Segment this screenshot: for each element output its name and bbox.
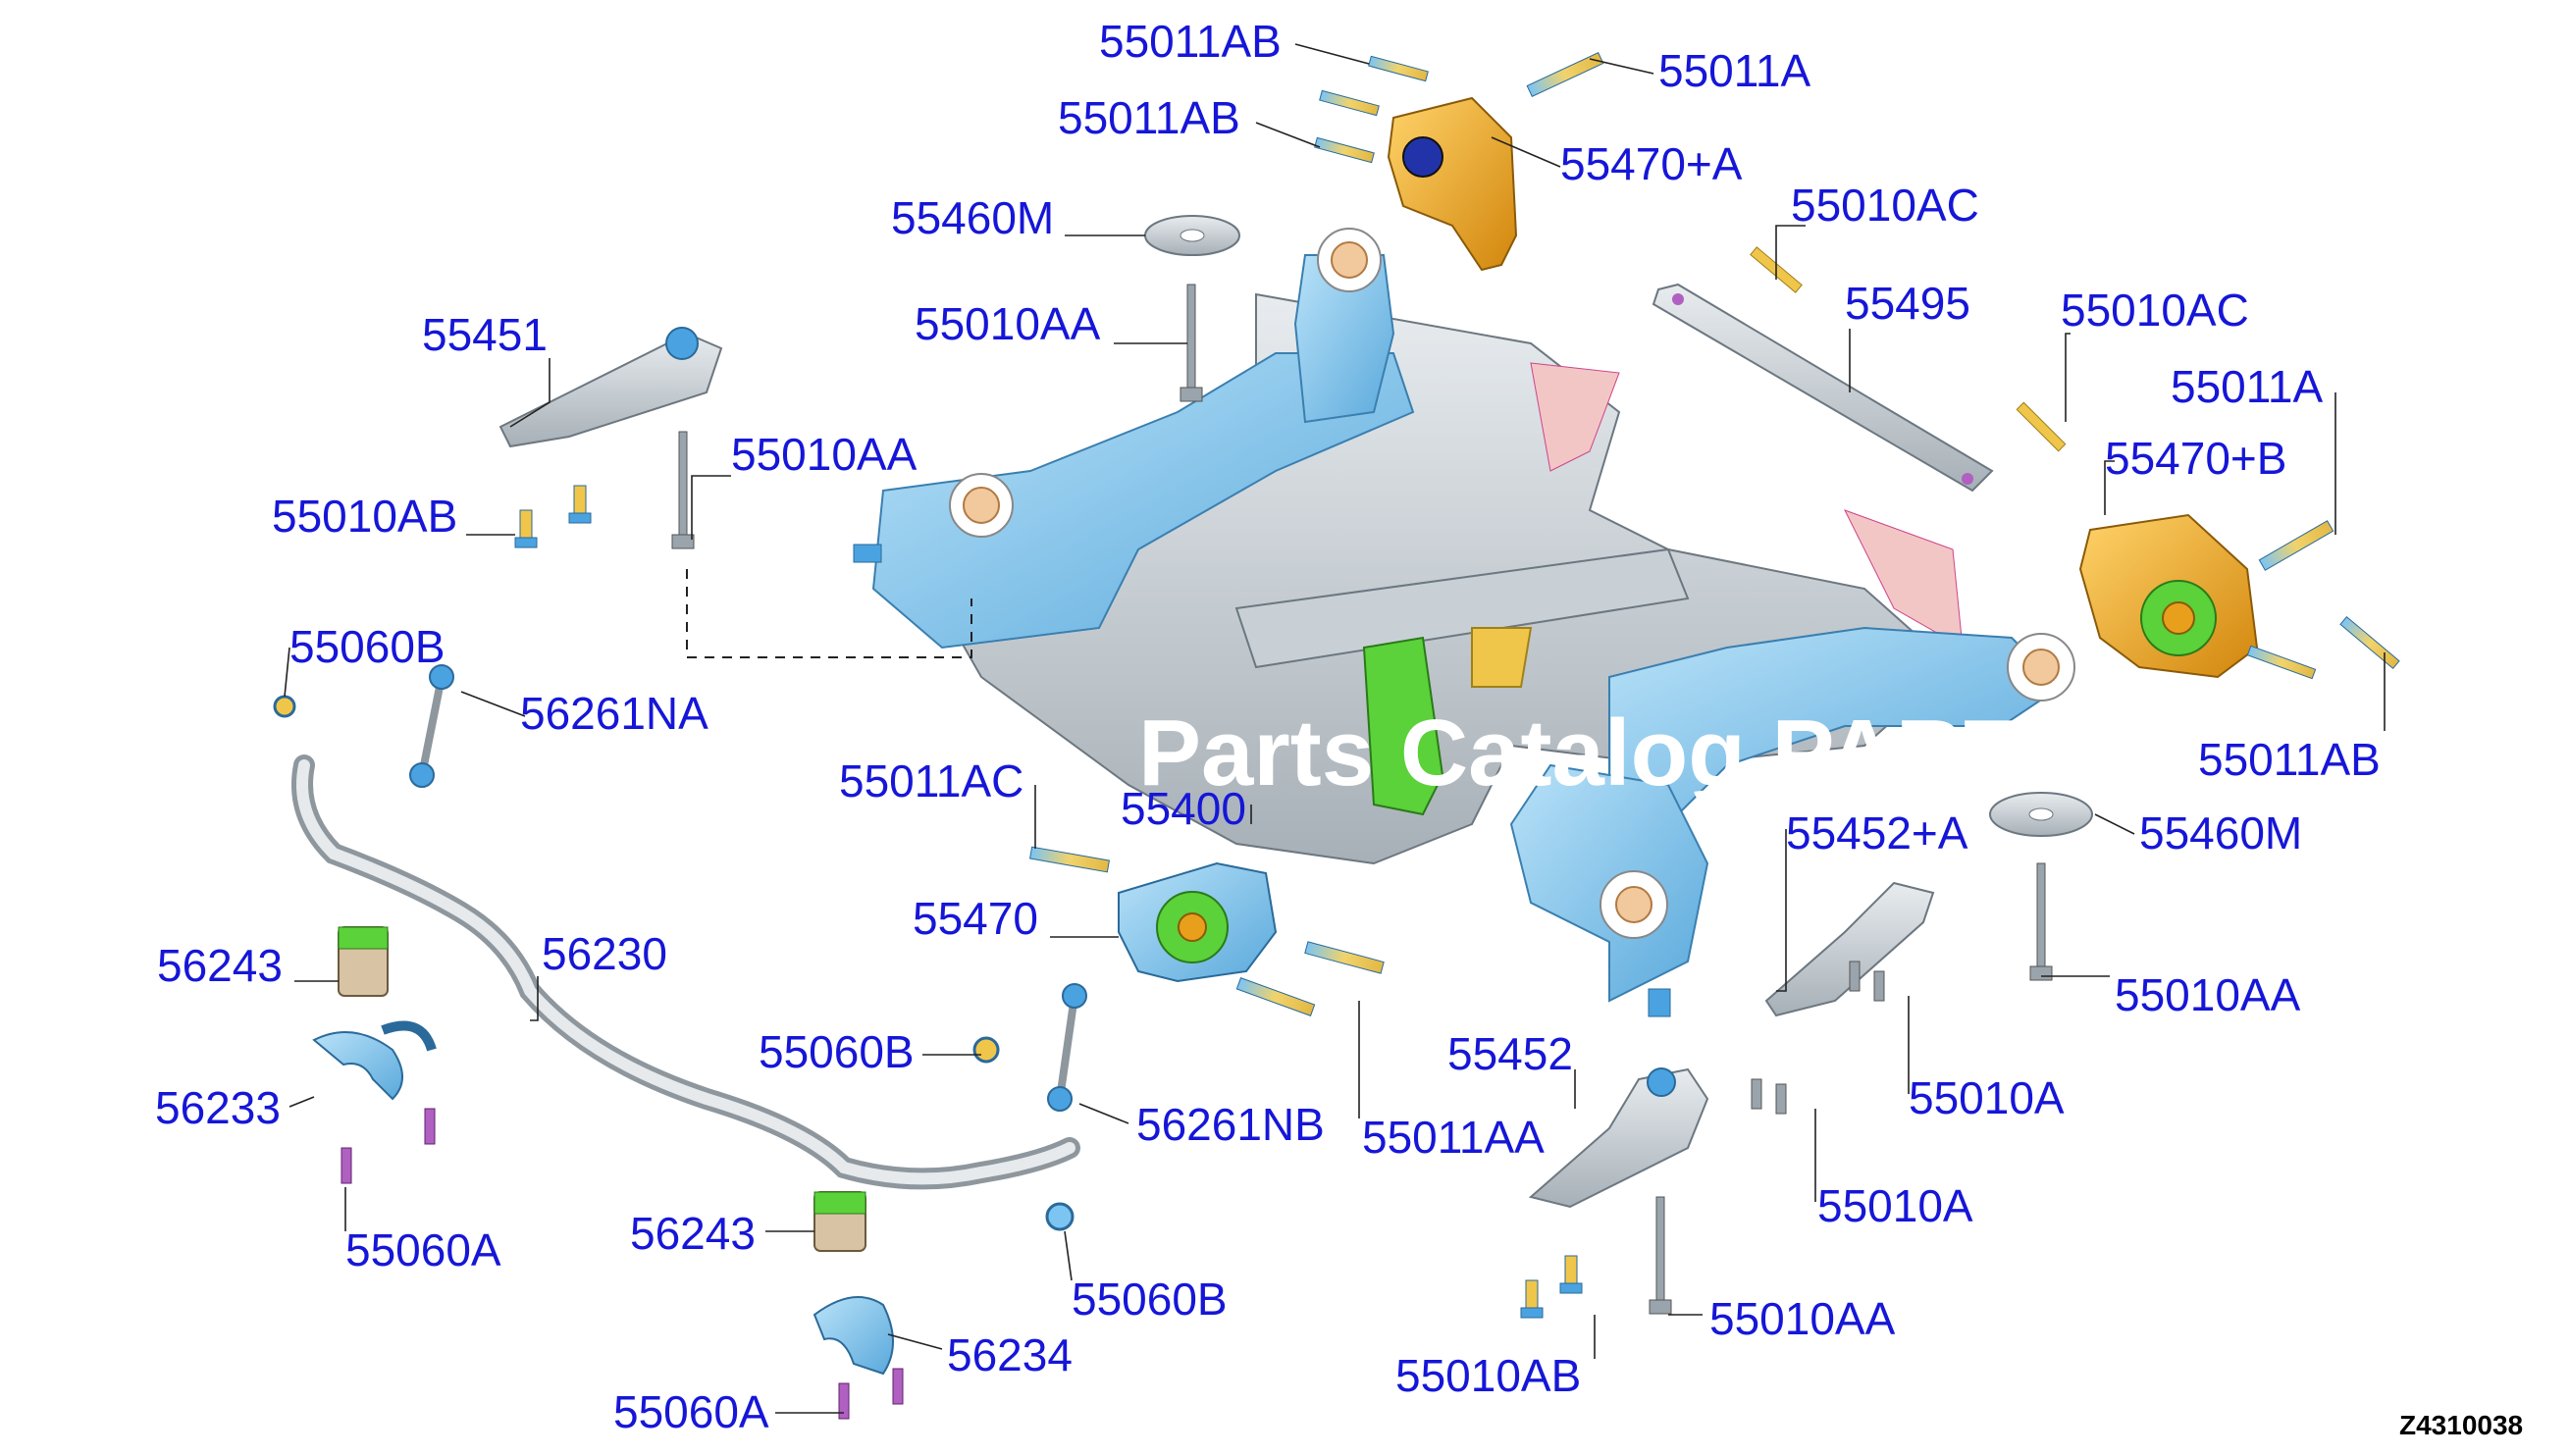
brace-55495 — [1652, 283, 1994, 493]
bolt-55010ab-3 — [1520, 1279, 1544, 1319]
label-55010a-2: 55010A — [1817, 1180, 1973, 1231]
bolt-55011aa-1 — [1304, 941, 1385, 974]
label-55460m-1: 55460M — [891, 192, 1054, 243]
label-55010aa-3: 55010AA — [2115, 969, 2301, 1020]
diagram-code: Z4310038 — [2399, 1410, 2523, 1440]
bolt-55011ab-2 — [1319, 89, 1380, 117]
bolt-55011ac — [1028, 846, 1111, 873]
label-56243-2: 56243 — [630, 1208, 756, 1259]
label-55060b-2: 55060B — [759, 1026, 915, 1077]
nut-55060b-1 — [972, 1036, 1000, 1064]
label-55010aa-1: 55010AA — [915, 298, 1101, 349]
bolt-55011ab-5 — [2339, 615, 2400, 670]
label-55011a-1: 55011A — [1658, 45, 1811, 96]
leader-lines — [284, 43, 2386, 1414]
label-55452: 55452 — [1447, 1028, 1573, 1079]
bolt-55010ab-4 — [1559, 1255, 1583, 1294]
label-55470-b: 55470+B — [2105, 433, 2286, 484]
label-55010ab-2: 55010AB — [1395, 1350, 1581, 1401]
bolt-55010ab-1 — [514, 509, 538, 548]
label-55452-a: 55452+A — [1786, 807, 1968, 858]
bolt-55011aa-2 — [1235, 977, 1316, 1016]
engine-mount-55470-a — [1387, 96, 1518, 272]
washer-55460m-right — [1989, 792, 2093, 837]
label-56230: 56230 — [542, 928, 667, 979]
label-55011aa: 55011AA — [1362, 1112, 1545, 1163]
assembly-guide-line — [686, 569, 972, 658]
bracket-55452-a — [1764, 881, 1935, 1017]
clamp-56233 — [312, 1020, 437, 1101]
label-55470-a: 55470+A — [1560, 138, 1743, 189]
label-56233: 56233 — [155, 1082, 281, 1133]
stabilizer-bar-56230 — [291, 754, 1080, 1190]
label-55010ac-1: 55010AC — [1791, 180, 1979, 231]
nut-55060b-3 — [273, 695, 296, 718]
bushing-56243-bottom — [813, 1191, 866, 1252]
label-55011ab-2: 55011AB — [1058, 92, 1240, 143]
label-55011a-2: 55011A — [2171, 361, 2324, 412]
label-55460m-2: 55460M — [2139, 807, 2302, 858]
label-55010ab-1: 55010AB — [272, 491, 457, 542]
bolt-55010aa-top — [1180, 284, 1203, 402]
bolt-55010ac-2 — [2016, 401, 2067, 452]
bracket-55451 — [498, 327, 723, 448]
bolt-55060a-bottom — [838, 1368, 904, 1420]
stabilizer-link-56261nb — [1047, 983, 1087, 1112]
bolt-55060a-left — [341, 1108, 436, 1184]
label-55010ac-2: 55010AC — [2061, 285, 2249, 336]
engine-mount-55470-b — [2078, 513, 2259, 679]
watermark-text: Parts Catalog PARTS — [1138, 701, 2084, 806]
label-55495: 55495 — [1845, 278, 1970, 329]
stabilizer-link-56261na — [409, 664, 454, 788]
label-55011ab-3: 55011AB — [2198, 734, 2381, 785]
label-55010aa-2: 55010AA — [731, 429, 918, 480]
bolt-55010aa-right — [2029, 862, 2053, 981]
label-55060a-1: 55060A — [345, 1224, 501, 1275]
label-55011ac: 55011AC — [839, 755, 1023, 806]
clamp-56234 — [813, 1296, 894, 1376]
bolt-55010ab-2 — [568, 485, 592, 524]
bolt-55011ab-3 — [1314, 136, 1375, 164]
bolt-55010a-group-2 — [1751, 1078, 1787, 1115]
engine-mount-55470 — [1118, 861, 1278, 983]
label-56261na: 56261NA — [520, 688, 708, 739]
label-55060a-2: 55060A — [613, 1386, 769, 1437]
bolt-55011ab-1 — [1368, 55, 1429, 82]
label-55470: 55470 — [913, 893, 1038, 944]
label-55060b-1: 55060B — [289, 621, 446, 672]
bolt-55010a-group-1 — [1849, 961, 1885, 1002]
bolt-55011a-2 — [2258, 520, 2334, 571]
bolt-55010aa-left — [671, 431, 695, 549]
label-56243-1: 56243 — [157, 940, 283, 991]
bolt-55011ab-4 — [2246, 645, 2317, 680]
label-55010aa-4: 55010AA — [1709, 1293, 1896, 1344]
bolt-55010aa-bottom — [1649, 1196, 1672, 1315]
label-55011ab-1: 55011AB — [1099, 16, 1282, 67]
bracket-55452 — [1528, 1067, 1709, 1209]
bolt-55011a-1 — [1526, 51, 1604, 98]
nut-55060b-2 — [1045, 1202, 1075, 1231]
label-55400: 55400 — [1121, 783, 1246, 834]
label-55451: 55451 — [422, 309, 548, 360]
label-56234: 56234 — [947, 1329, 1073, 1380]
label-55010a-1: 55010A — [1909, 1072, 2065, 1123]
subframe-55400 — [853, 228, 2075, 1017]
label-55060b-3: 55060B — [1072, 1274, 1228, 1325]
bushing-56243-left — [338, 926, 389, 997]
label-56261nb: 56261NB — [1136, 1099, 1325, 1150]
washer-55460m-top — [1144, 215, 1240, 256]
